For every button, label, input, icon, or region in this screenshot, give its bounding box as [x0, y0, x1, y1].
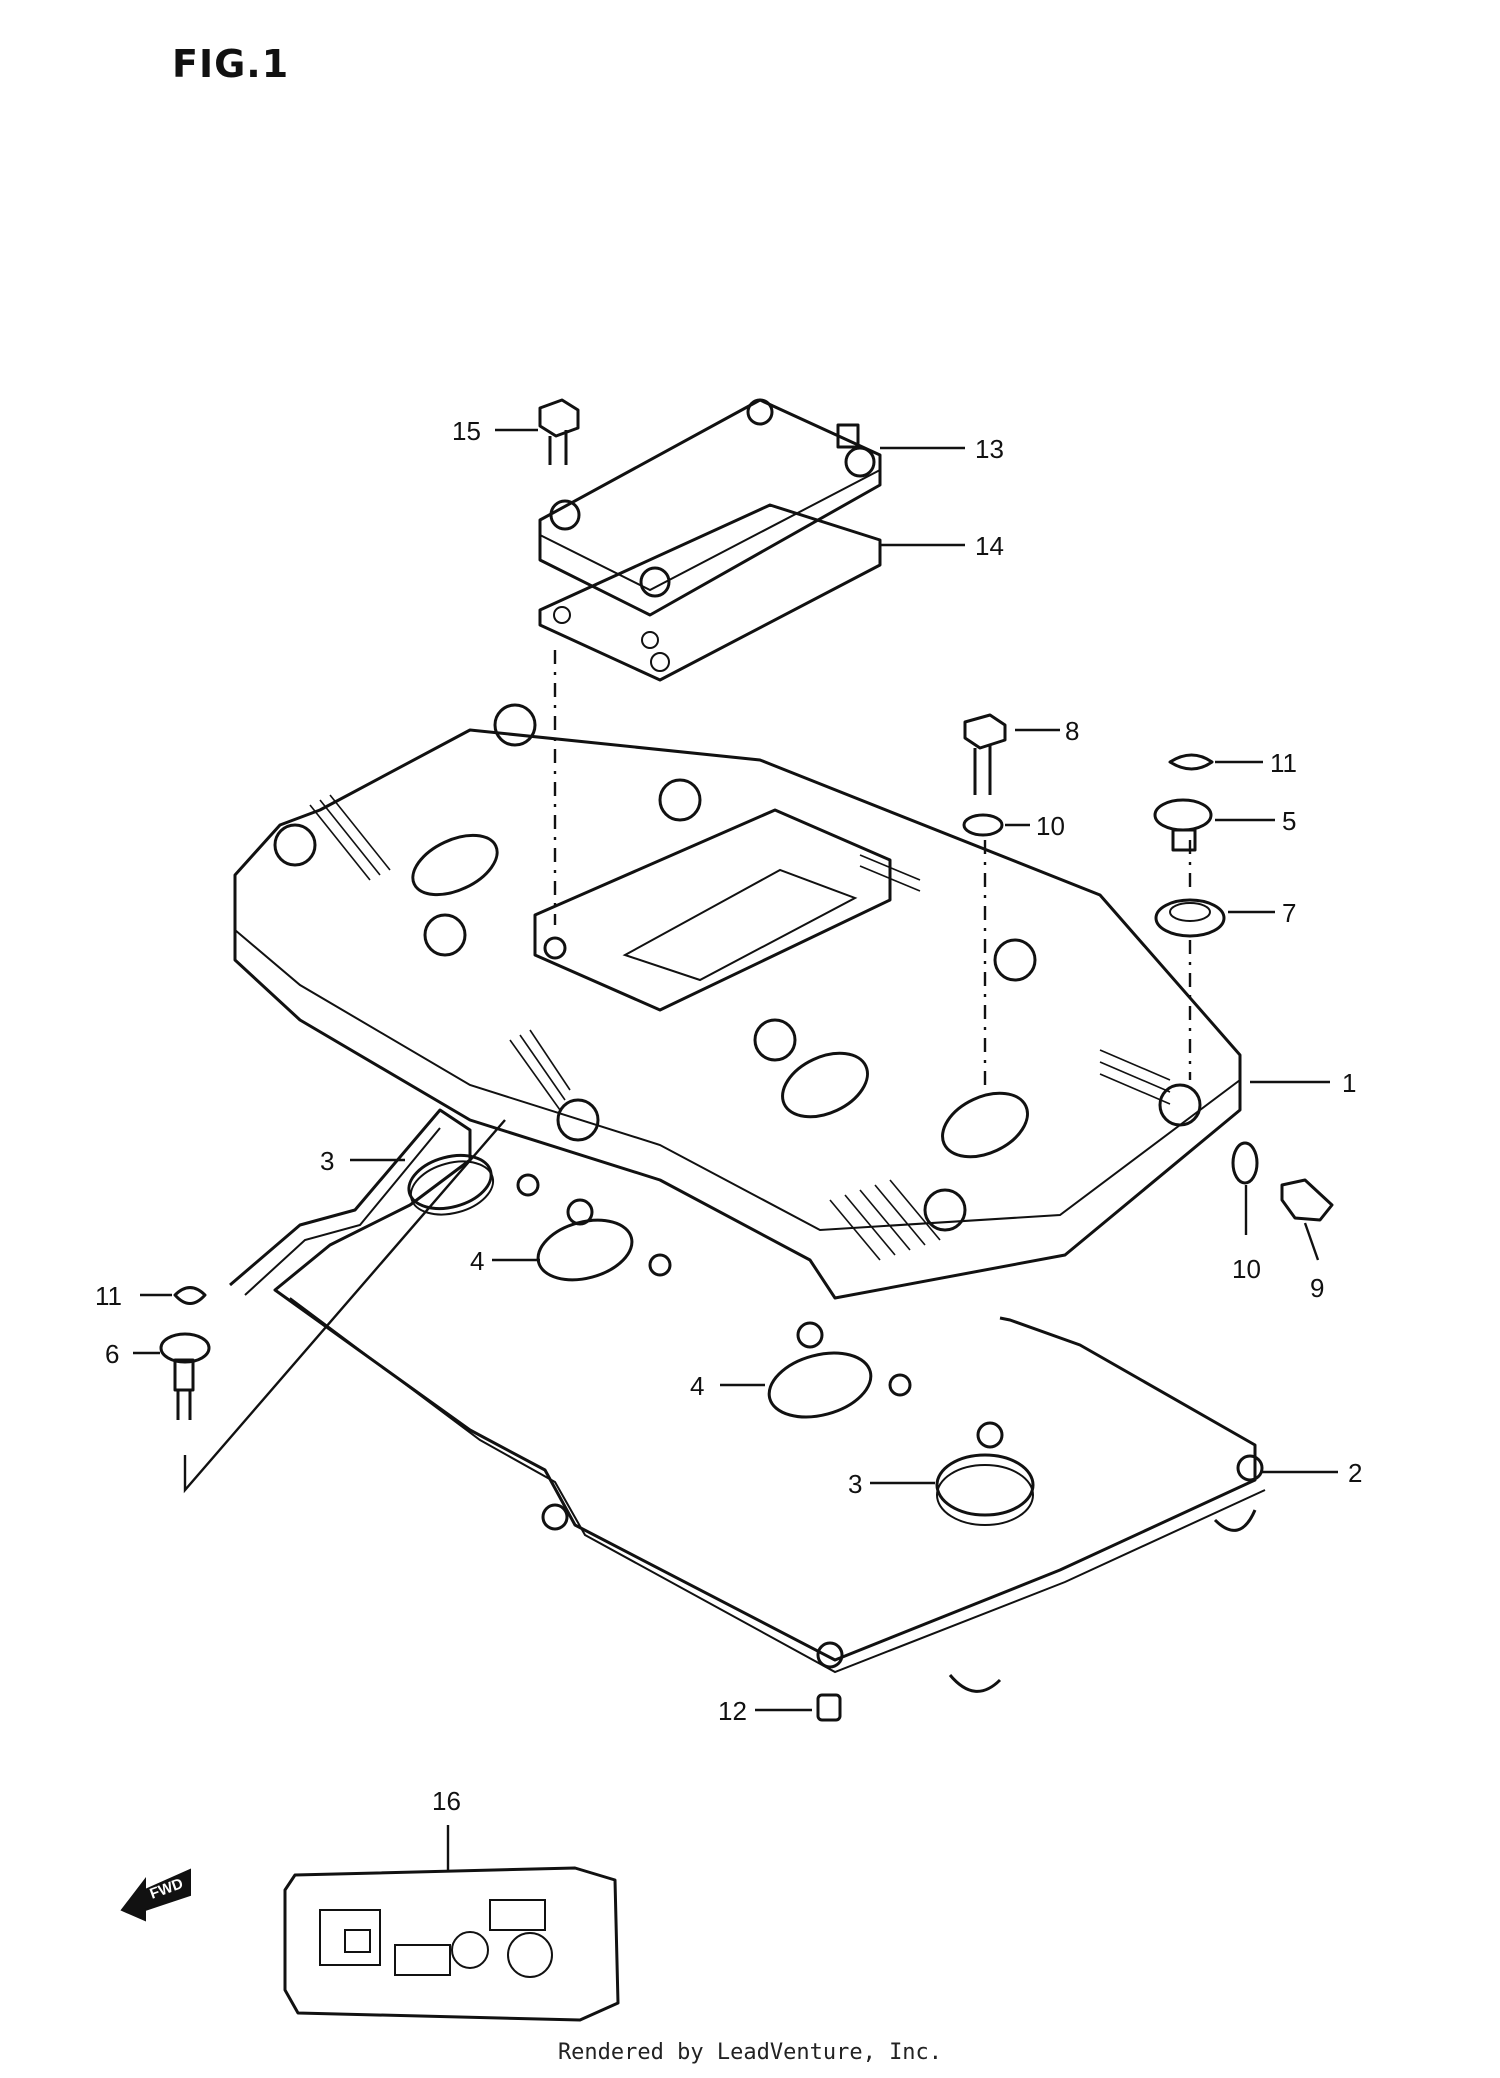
bolt-part-15 [538, 398, 580, 465]
callout-2: 2 [1348, 1458, 1362, 1488]
callout-14: 14 [975, 531, 1004, 561]
cap-part-11b [173, 1286, 207, 1305]
plug-gasket-part-4a [536, 1198, 672, 1282]
breather-cover-part-13 [538, 398, 882, 617]
callout-4b: 4 [690, 1371, 704, 1401]
callout-11a: 11 [1270, 748, 1297, 778]
figure-title: FIG.1 [172, 42, 290, 86]
callout-3a: 3 [320, 1146, 334, 1176]
callout-11b: 11 [95, 1281, 122, 1311]
callout-9: 9 [1310, 1273, 1324, 1303]
leader-lines [133, 428, 1338, 1872]
callout-labels: 1 2 3 3 4 4 5 6 7 8 9 10 10 11 11 12 13 … [95, 416, 1362, 1816]
screw-part-9 [1280, 1178, 1334, 1222]
callout-8: 8 [1065, 716, 1079, 746]
cam-end-seal-part-3a [407, 1154, 540, 1216]
washer-part-10a [962, 813, 1004, 837]
grommet-part-7 [1154, 898, 1226, 938]
gasket-set-part-16 [283, 1866, 620, 2022]
cam-end-seal-part-3b [935, 1421, 1035, 1526]
callout-10b: 10 [1232, 1254, 1261, 1284]
callout-3b: 3 [848, 1469, 862, 1499]
cover-gasket-part-2 [229, 1108, 1266, 1693]
grommet-bolt-part-6 [159, 1332, 211, 1420]
fwd-direction-arrow: FWD [120, 1868, 191, 1922]
cooling-fins [309, 794, 1171, 1261]
grommet-bolt-part-5 [1153, 798, 1213, 852]
plug-gasket-part-4b [767, 1321, 912, 1419]
callout-12: 12 [718, 1696, 747, 1726]
callout-6: 6 [105, 1339, 119, 1369]
callout-10a: 10 [1036, 811, 1065, 841]
callout-7: 7 [1282, 898, 1296, 928]
callout-1: 1 [1342, 1068, 1356, 1098]
callout-16: 16 [432, 1786, 461, 1816]
render-credit-footer: Rendered by LeadVenture, Inc. [557, 2040, 943, 2065]
cylinder-head-cover-part-1 [233, 703, 1242, 1300]
callout-13: 13 [975, 434, 1004, 464]
callout-15: 15 [452, 416, 481, 446]
breather-gasket-part-14 [538, 503, 882, 682]
washer-part-10b [1231, 1141, 1259, 1185]
bolt-part-8 [963, 713, 1007, 795]
dowel-pin-part-12 [816, 1693, 842, 1722]
callout-5: 5 [1282, 806, 1296, 836]
callout-4a: 4 [470, 1246, 484, 1276]
cap-part-11a [1168, 753, 1214, 771]
alignment-lines [183, 650, 1192, 1494]
